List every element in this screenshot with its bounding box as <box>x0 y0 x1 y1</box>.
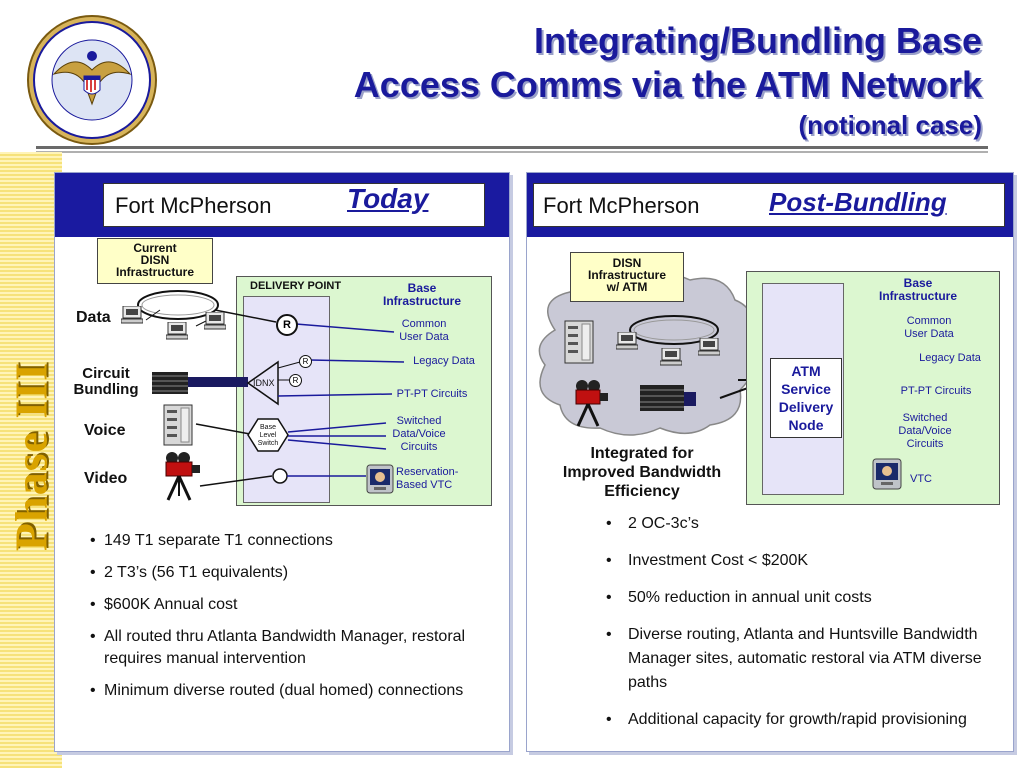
right-legacy-data: Legacy Data <box>919 352 981 364</box>
idnx-label: IDNX <box>253 378 275 388</box>
voice-switch-icon <box>163 404 193 446</box>
idnx-triangle <box>246 360 279 406</box>
left-pt-pt-circuits: PT-PT Circuits <box>396 388 468 400</box>
video-camera-icon <box>160 452 202 502</box>
cloud-video-camera-icon <box>570 380 610 428</box>
left-label-video: Video <box>84 470 128 487</box>
right-bullet-list: 2 OC-3c’s Investment Cost < $200K 50% re… <box>606 512 998 745</box>
router-label: R <box>283 319 291 331</box>
left-cable-bundle <box>152 372 188 394</box>
router-icon: R <box>276 314 298 336</box>
side-stripe <box>0 152 62 768</box>
current-disn-box: Current DISN Infrastructure <box>97 238 213 284</box>
cloud-computer-icon-3 <box>697 337 721 356</box>
cloud-computer-icon-2 <box>659 347 683 366</box>
right-bullet: 50% reduction in annual unit costs <box>606 586 998 610</box>
left-bullet-list: 149 T1 separate T1 connections 2 T3’s (5… <box>90 530 498 712</box>
right-heading-em: Post-Bundling <box>769 187 947 217</box>
vtc-terminal-icon-left <box>366 464 394 494</box>
right-bullet: Additional capacity for growth/rapid pro… <box>606 708 998 732</box>
disn-atm-box: DISN Infrastructure w/ ATM <box>570 252 684 302</box>
header-rule <box>36 146 988 149</box>
atm-node-box <box>770 358 842 438</box>
left-bullet: 149 T1 separate T1 connections <box>90 530 498 552</box>
router-small-label-1: R <box>302 357 309 366</box>
left-label-data: Data <box>76 309 111 326</box>
left-heading-em: Today <box>347 183 429 214</box>
title-line-2: Access Comms via the ATM Network <box>353 64 982 105</box>
router-small-icon-2: R <box>289 374 302 387</box>
left-bullet: Minimum diverse routed (dual homed) conn… <box>90 680 498 702</box>
agency-seal-logo <box>24 12 160 148</box>
left-heading-box <box>103 183 485 227</box>
disn-atm-text: DISN Infrastructure w/ ATM <box>587 256 667 294</box>
right-base-infra-label: Base Infrastructure <box>878 276 958 303</box>
header-rule-shadow <box>36 151 988 153</box>
left-switched-circuits: Switched Data/Voice Circuits <box>392 415 446 453</box>
left-bullet: $600K Annual cost <box>90 594 498 616</box>
left-base-infra-label: Base Infrastructure <box>382 281 462 308</box>
left-label-circuit-bundling: Circuit Bundling <box>73 365 139 398</box>
right-pt-pt-circuits: PT-PT Circuits <box>900 385 972 397</box>
base-level-switch-hexagon <box>247 418 289 452</box>
left-common-user-data: Common User Data <box>399 318 449 343</box>
left-network-ring <box>137 290 219 320</box>
vtc-terminal-icon-right <box>872 458 902 490</box>
right-heading-box <box>533 183 1005 227</box>
right-vtc: VTC <box>910 473 932 485</box>
computer-icon-2 <box>165 321 189 340</box>
right-switched-circuits: Switched Data/Voice Circuits <box>898 412 952 450</box>
cloud-computer-icon-1 <box>615 331 639 350</box>
cloud-caption: Integrated for Improved Bandwidth Effici… <box>562 445 722 500</box>
cloud-switch-icon <box>564 320 594 364</box>
title-line-1: Integrating/Bundling Base <box>533 20 982 61</box>
router-small-icon-1: R <box>299 355 312 368</box>
right-bullet: Diverse routing, Atlanta and Huntsville … <box>606 623 998 695</box>
right-heading: Fort McPherson <box>543 193 700 218</box>
router-small-label-2: R <box>292 376 299 385</box>
left-legacy-data: Legacy Data <box>413 355 475 367</box>
delivery-point-label: DELIVERY POINT <box>250 280 342 292</box>
left-reservation-vtc: Reservation- Based VTC <box>396 466 459 491</box>
right-bullet: Investment Cost < $200K <box>606 549 998 573</box>
base-level-switch-label: Base Level Switch <box>257 424 279 447</box>
left-bullet: 2 T3’s (56 T1 equivalents) <box>90 562 498 584</box>
atm-node-label: ATM Service Delivery Node <box>778 363 834 433</box>
left-label-voice: Voice <box>84 422 126 439</box>
left-bullet: All routed thru Atlanta Bandwidth Manage… <box>90 626 498 670</box>
current-disn-text: Current DISN Infrastructure <box>115 241 195 279</box>
title-line-3: (notional case) <box>798 110 982 140</box>
right-common-user-data: Common User Data <box>904 315 954 340</box>
right-bullet: 2 OC-3c’s <box>606 512 998 536</box>
left-heading: Fort McPherson <box>115 193 272 218</box>
right-network-ring <box>629 315 719 345</box>
